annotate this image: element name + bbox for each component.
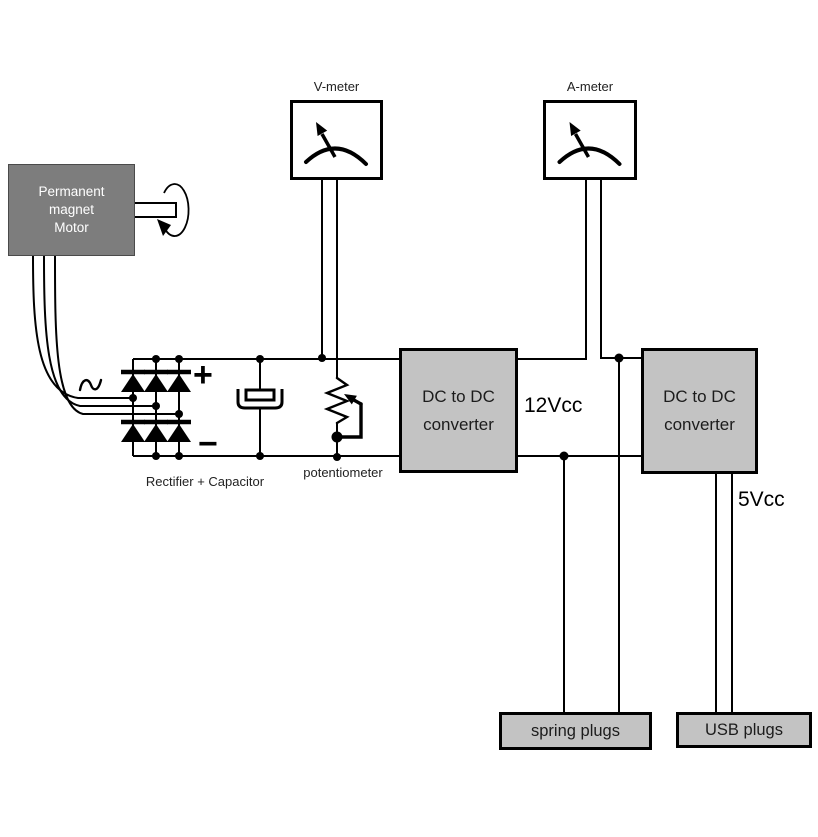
ameter-label: A-meter xyxy=(566,79,614,94)
plus-sign: + xyxy=(193,356,213,394)
12vcc-label: 12Vcc xyxy=(524,394,583,417)
motor-shaft xyxy=(133,202,177,218)
three-phase-wires xyxy=(32,255,179,415)
spring-plugs-box: spring plugs xyxy=(499,712,652,750)
5v-wiring xyxy=(715,474,733,712)
meter-needle-icon xyxy=(304,122,368,166)
permanent-magnet-motor-box: Permanent magnet Motor xyxy=(8,164,135,256)
spring-plugs-label: spring plugs xyxy=(531,721,620,740)
converter-label-line: converter xyxy=(423,414,494,434)
junction-dots xyxy=(129,353,624,461)
converter-label-line: DC to DC xyxy=(422,386,495,406)
converter-label-line: converter xyxy=(664,415,735,434)
motor-label-line: magnet xyxy=(48,202,95,217)
minus-sign: − xyxy=(198,425,218,463)
converter-label-line: DC to DC xyxy=(663,387,736,406)
potentiometer-icon xyxy=(323,376,363,456)
diode-icon xyxy=(167,369,191,392)
dc-dc-converter-1-box: DC to DC converter xyxy=(399,348,518,473)
usb-plugs-label: USB plugs xyxy=(705,720,783,739)
motor-label-line: Motor xyxy=(54,220,89,235)
usb-plugs-box: USB plugs xyxy=(676,712,812,748)
sine-wave-icon xyxy=(78,378,103,392)
vmeter-box xyxy=(290,100,383,180)
diode-icon xyxy=(144,419,168,442)
12v-wiring xyxy=(518,180,641,712)
diode-icon xyxy=(144,369,168,392)
diode-icon xyxy=(121,419,145,442)
bridge-rectifier xyxy=(121,369,191,442)
motor-label-line: Permanent xyxy=(38,184,105,199)
capacitor-icon xyxy=(236,359,284,456)
rotation-arrow-icon xyxy=(157,183,190,237)
vmeter-leads xyxy=(321,180,338,378)
vmeter-label: V-meter xyxy=(313,79,360,94)
rectifier-capacitor-label: Rectifier + Capacitor xyxy=(145,474,265,489)
diode-icon xyxy=(167,419,191,442)
dc-dc-converter-2-box: DC to DC converter xyxy=(641,348,758,474)
diode-icon xyxy=(121,369,145,392)
meter-needle-icon xyxy=(557,122,622,166)
ameter-box xyxy=(543,100,637,180)
potentiometer-label: potentiometer xyxy=(303,465,383,480)
5vcc-label: 5Vcc xyxy=(738,488,785,511)
